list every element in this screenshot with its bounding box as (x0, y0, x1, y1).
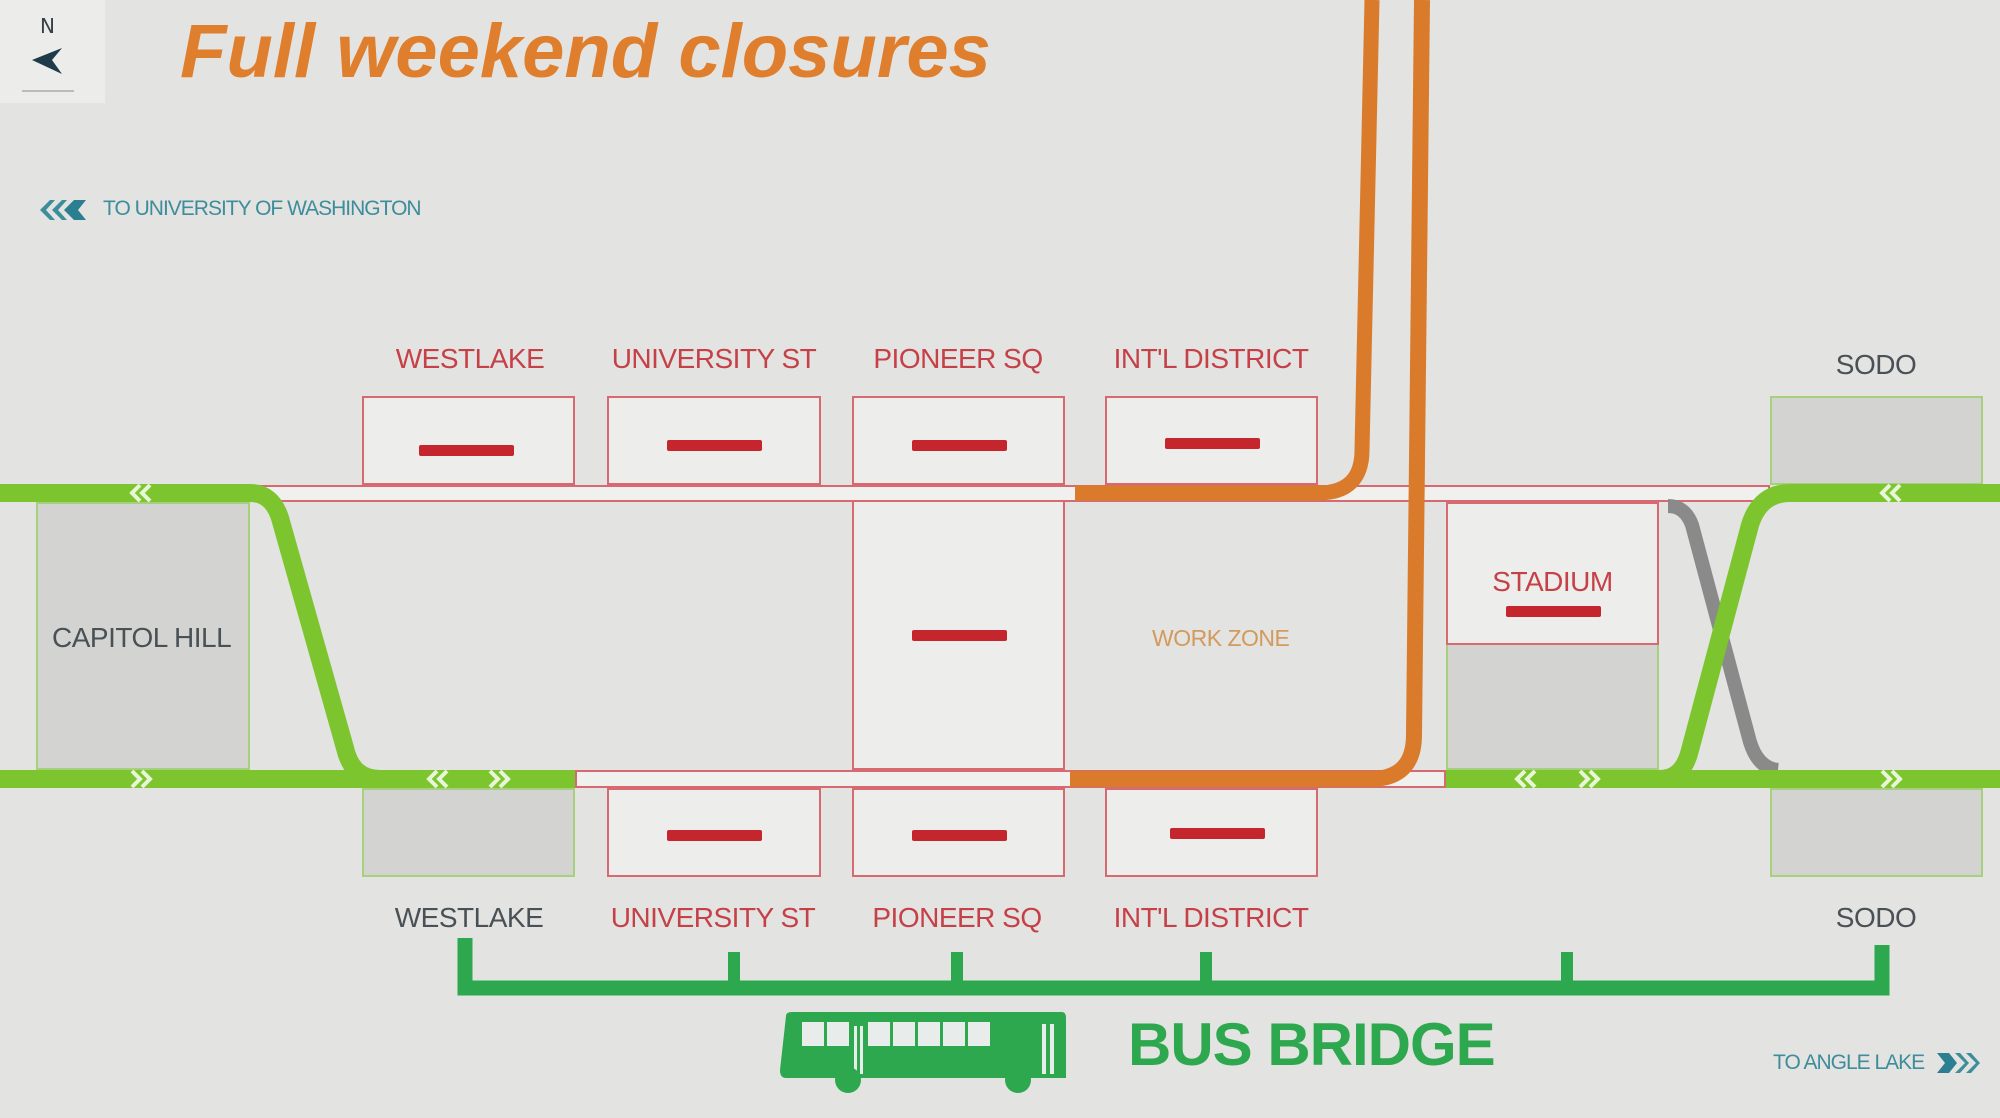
station-university-st-top-closed[interactable] (607, 396, 821, 485)
station-westlake-bottom-platform[interactable] (362, 788, 575, 877)
station-university-st-bottom-closed[interactable] (607, 788, 821, 877)
station-label-bottom: PIONEER SQ (872, 902, 1042, 933)
compass-north-label: N (40, 14, 55, 38)
station-pioneer-sq-mezzanine-closed[interactable] (852, 500, 1065, 770)
closed-indicator-icon (667, 440, 762, 451)
station-capitol-hill[interactable]: CAPITOL HILL (36, 502, 250, 770)
station-label-top: INT'L DISTRICT (1113, 343, 1309, 374)
direction-chevrons-icon (129, 483, 1903, 789)
station-label-bottom: WESTLAKE (394, 902, 544, 933)
closed-indicator-icon (419, 445, 514, 456)
station-label-top: WESTLAKE (395, 343, 545, 374)
work-zone-label: WORK ZONE (1152, 625, 1290, 651)
bus-icon (780, 1012, 1066, 1093)
north-arrow-icon (32, 48, 62, 74)
station-intl-district-bottom-closed[interactable] (1105, 788, 1318, 877)
station-intl-district-top-closed[interactable] (1105, 396, 1318, 485)
compass: N (0, 0, 105, 103)
closed-indicator-icon (1506, 606, 1601, 617)
closed-indicator-icon (912, 440, 1007, 451)
compass-underline (22, 90, 74, 92)
bus-bridge-label: BUS BRIDGE (1128, 1011, 1496, 1078)
closed-indicator-icon (667, 830, 762, 841)
station-label-bottom: UNIVERSITY ST (610, 902, 816, 933)
station-label-bottom: SODO (1835, 902, 1917, 933)
triple-chevron-left-icon (40, 200, 86, 220)
station-capitol-hill-label: CAPITOL HILL (52, 622, 232, 653)
station-pioneer-sq-top-closed[interactable] (852, 396, 1065, 485)
station-westlake-top-closed[interactable] (362, 396, 575, 485)
work-zone-track-north (1075, 0, 1380, 501)
station-label-bottom: INT'L DISTRICT (1113, 902, 1309, 933)
station-sodo-top-platform[interactable] (1770, 396, 1983, 485)
bus-bridge-route (457, 938, 1890, 996)
closed-indicator-icon (912, 630, 1007, 641)
page-title: Full weekend closures (180, 9, 991, 94)
station-pioneer-sq-bottom-closed[interactable] (852, 788, 1065, 877)
light-rail-track-south-east (1446, 484, 2000, 788)
light-rail-track-north (0, 484, 575, 788)
closed-indicator-icon (912, 830, 1007, 841)
station-label-top: PIONEER SQ (873, 343, 1043, 374)
closed-indicator-icon (1170, 828, 1265, 839)
work-zone-track-south (1070, 0, 1430, 787)
station-stadium-label: STADIUM (1492, 566, 1613, 597)
station-sodo-bottom-platform[interactable] (1770, 788, 1983, 877)
direction-north-label: TO UNIVERSITY OF WASHINGTON (103, 197, 422, 220)
station-stadium-closed[interactable]: STADIUM (1446, 502, 1659, 645)
station-label-top: UNIVERSITY ST (611, 343, 817, 374)
triple-chevron-right-icon (1937, 1053, 1980, 1073)
closed-indicator-icon (1165, 438, 1260, 449)
direction-south-label: TO ANGLE LAKE (1773, 1051, 1925, 1074)
station-label-top: SODO (1835, 349, 1917, 380)
